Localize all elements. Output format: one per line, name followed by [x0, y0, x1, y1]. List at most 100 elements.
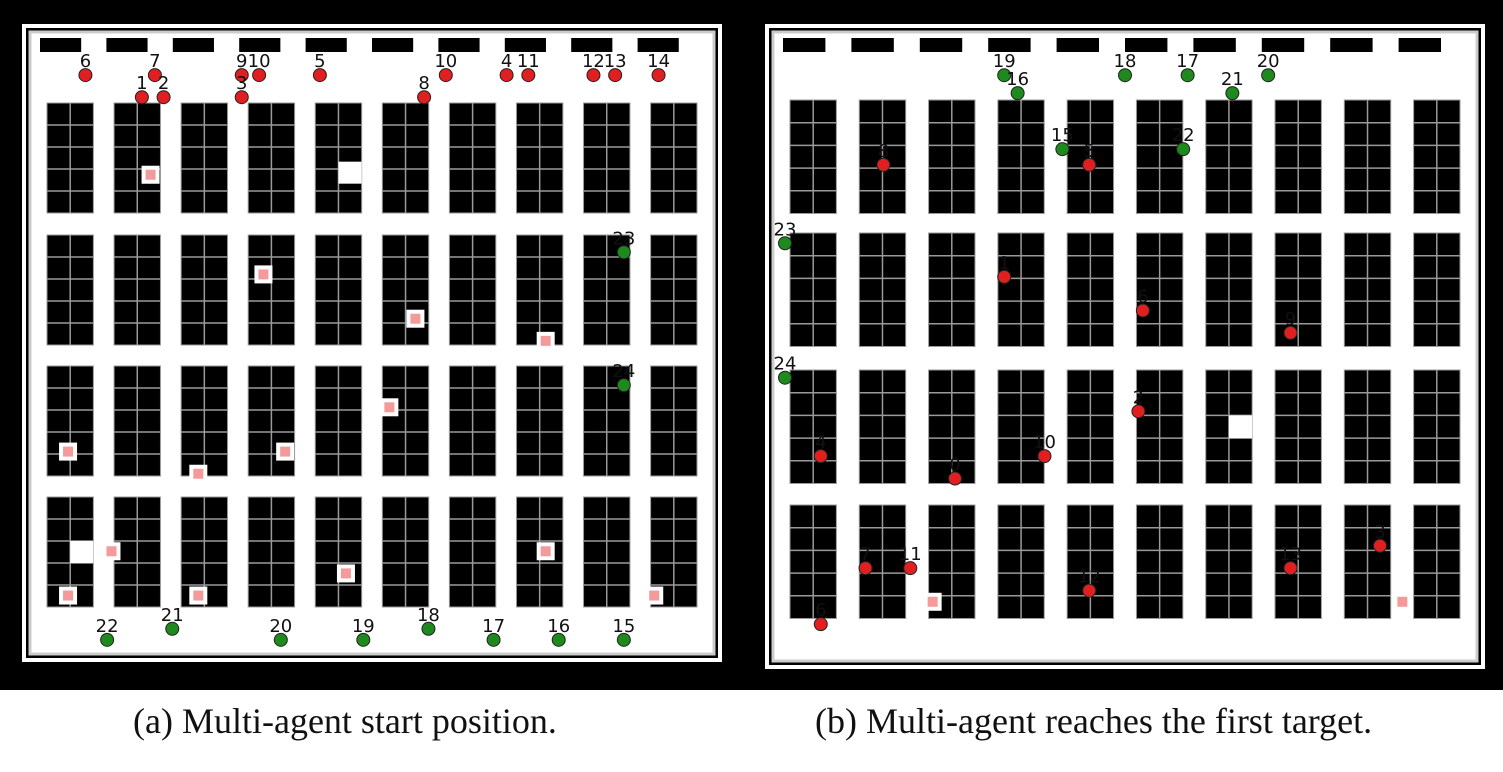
shelf-block [650, 234, 698, 346]
shelf-block [858, 504, 907, 619]
agent-red-label: 3 [236, 73, 247, 94]
agent-green-dot [1225, 86, 1240, 101]
shelf-block [1413, 369, 1461, 484]
shelf-block [1274, 369, 1322, 484]
agent-green-label: 19 [352, 616, 375, 637]
target-marker [193, 590, 204, 601]
agent-green: 15 [1051, 125, 1074, 157]
agent-red-label: 10 [1033, 432, 1056, 453]
agent-green-label: 22 [1172, 125, 1195, 146]
agent-green: 16 [1006, 69, 1029, 101]
agent-green: 23 [774, 219, 797, 251]
dock-tooth [1398, 38, 1442, 52]
target-marker [540, 546, 551, 557]
shelf-block [1205, 232, 1253, 347]
agent-green-label: 20 [269, 616, 292, 637]
dock-tooth [919, 38, 963, 52]
shelf-block [928, 99, 976, 214]
target-marker [384, 402, 395, 413]
agent-red-dot [1135, 303, 1150, 318]
agent-red: 1 [134, 73, 149, 105]
shelf-block [1343, 232, 1392, 347]
agent-green-dot [1055, 142, 1070, 157]
dock-tooth [1125, 38, 1168, 52]
shelf-block [928, 232, 976, 347]
agent-red: 7 [147, 51, 162, 83]
shelf-block [858, 369, 907, 484]
agent-green: 21 [161, 605, 184, 636]
agent-green: 21 [1221, 69, 1244, 101]
agent-red-dot [234, 68, 249, 83]
dock-tooth [305, 38, 347, 52]
agent-red: 14 [647, 51, 670, 83]
agent-red: 4 [813, 432, 828, 464]
agent-green-label: 20 [1257, 51, 1280, 72]
shelf-gap [1228, 415, 1253, 439]
target-marker [106, 546, 117, 557]
shelf-block [583, 102, 631, 214]
agent-green-dot [616, 378, 631, 393]
shelf-block [1413, 504, 1461, 619]
agent-red-label: 2 [158, 73, 169, 94]
shelf-block [314, 102, 363, 214]
agent-green-label: 19 [993, 51, 1016, 72]
shelf-block [381, 234, 430, 346]
agent-red: 11 [517, 51, 540, 83]
dock-tooth [851, 38, 894, 52]
shelf-block [314, 234, 363, 346]
agent-green: 20 [269, 616, 292, 647]
shelf-block [583, 496, 631, 608]
dock-tooth [1330, 38, 1373, 52]
agent-red: 3 [1373, 522, 1387, 553]
shelf-block [1205, 99, 1253, 214]
shelf-block [180, 102, 229, 214]
dock-tooth [40, 38, 82, 52]
agent-green-dot [778, 370, 792, 385]
agent-red-dot [78, 68, 93, 83]
shelf-block [650, 365, 698, 477]
shelf-block [997, 504, 1045, 619]
agent-red-label: 10 [434, 51, 457, 72]
shelf-block [448, 365, 497, 477]
agent-green-label: 22 [96, 616, 119, 637]
agent-red-dot [858, 561, 873, 576]
panel-floor-edge [771, 30, 1479, 663]
shelf-block [448, 102, 497, 214]
agent-green: 19 [993, 51, 1016, 83]
agent-green-dot [1261, 68, 1276, 83]
shelf-block [997, 232, 1045, 347]
agent-green-dot [421, 621, 436, 636]
agent-green: 24 [774, 354, 796, 385]
agent-green-dot [551, 632, 566, 647]
agent-red-dot [651, 68, 666, 83]
target-marker [63, 590, 74, 601]
target-marker [410, 313, 421, 324]
agent-red-label: 12 [1078, 567, 1101, 588]
dock-tooth [504, 38, 546, 52]
target-marker [280, 446, 291, 457]
agent-red-label: 2 [1133, 387, 1144, 408]
agent-green: 17 [1176, 51, 1199, 83]
agent-red-label: 6 [80, 51, 91, 72]
agent-red-label: 9 [1285, 309, 1296, 330]
agent-red: 9 [234, 51, 249, 83]
shelf-block [113, 496, 161, 608]
agent-red-dot [1131, 404, 1146, 419]
shelf-block [381, 365, 430, 477]
shelf-block [1274, 99, 1322, 214]
agent-green-label: 23 [774, 219, 797, 240]
agent-green-dot [486, 632, 501, 647]
shelf-block [789, 99, 837, 214]
agent-green-label: 18 [417, 605, 440, 626]
shelf-block [789, 369, 837, 484]
agent-red-dot [1373, 538, 1387, 553]
agent-green-dot [1180, 68, 1195, 83]
agent-red-label: 6 [815, 600, 826, 621]
agent-red-label: 13 [604, 51, 627, 72]
shelf-block [515, 365, 564, 477]
dock-tooth [106, 38, 148, 52]
agent-red-dot [156, 90, 171, 105]
agent-red-dot [147, 68, 162, 83]
agent-red: 5 [312, 51, 327, 83]
